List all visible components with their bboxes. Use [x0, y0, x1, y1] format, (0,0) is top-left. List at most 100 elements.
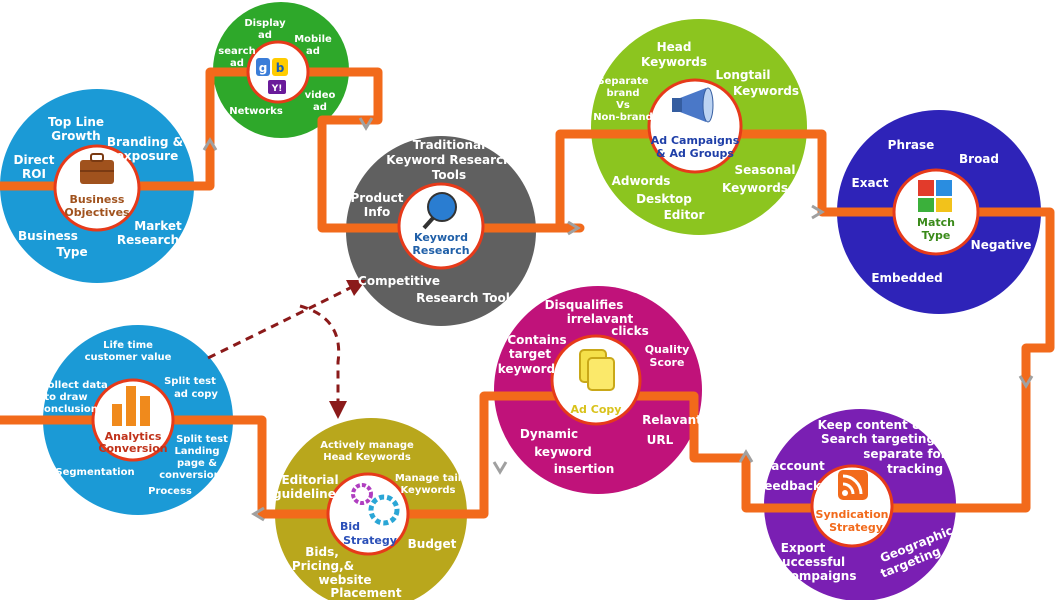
- ad-copy-hub[interactable]: Ad Copy: [550, 334, 642, 426]
- bid-label: Editorial: [281, 473, 338, 487]
- adcopy-label: keywords: [498, 362, 563, 376]
- keyword-labels: Traditional Keyword Research Tools Produ…: [351, 138, 512, 305]
- adcopy-label: Dynamic: [520, 427, 578, 441]
- syndication-hub[interactable]: Syndication Strategy: [810, 464, 894, 548]
- adcampaigns-label: Seasonal: [734, 163, 795, 177]
- rss-icon: [838, 470, 868, 500]
- adcampaigns-label: Head: [657, 40, 692, 54]
- search-engines-icon: g b Y!: [256, 58, 288, 94]
- svg-text:b: b: [276, 61, 285, 75]
- bar-chart-icon: [112, 386, 150, 426]
- adcampaigns-label: Longtail: [715, 68, 770, 82]
- analytics-label: Segmentation: [55, 467, 134, 478]
- networks-label: ad: [258, 30, 272, 41]
- syndication-label: Export: [781, 541, 826, 555]
- analytics-hub[interactable]: Analytics Conversion: [91, 378, 175, 462]
- bid-labels: Actively manage Head Keywords Editorial …: [273, 440, 461, 600]
- analytics-label: Landing: [174, 446, 219, 457]
- business-label: Research: [117, 233, 179, 247]
- adcopy-label: Relavant: [642, 413, 702, 427]
- syndication-label: Keep content &: [818, 418, 923, 432]
- business-title-2: Objectives: [64, 206, 130, 219]
- documents-icon: [579, 349, 615, 391]
- business-label: Type: [56, 245, 87, 259]
- adcopy-labels: Disqualifies irrelavant clicks Contains …: [498, 298, 702, 476]
- networks-label: ad: [230, 58, 244, 69]
- networks-label: video: [305, 90, 336, 101]
- networks-label: ad: [306, 46, 320, 57]
- analytics-label: Process: [148, 486, 192, 497]
- syndication-label: successful: [775, 555, 845, 569]
- feedback-arrow-to-bid: [299, 304, 347, 419]
- gears-icon: [351, 483, 400, 526]
- adcopy-title: Ad Copy: [571, 403, 622, 416]
- analytics-label: conversion: [159, 470, 221, 481]
- ad-campaigns-hub[interactable]: Ad Campaigns & Ad Groups: [647, 78, 743, 174]
- bid-label: website: [319, 573, 372, 587]
- bid-label: Budget: [408, 537, 457, 551]
- networks-label: Networks: [229, 106, 283, 117]
- syndication-title-1: Syndication: [816, 508, 889, 521]
- path-chevron-3: [567, 220, 581, 236]
- adcampaigns-label: Separate: [597, 76, 648, 87]
- keyword-label: Info: [364, 205, 390, 219]
- path-chevron-2: [358, 117, 374, 131]
- adcopy-label: Score: [650, 356, 685, 369]
- analytics-title-1: Analytics: [105, 430, 162, 443]
- syndication-label: account: [771, 459, 825, 473]
- svg-text:Y!: Y!: [271, 84, 283, 94]
- analytics-label: Collect data: [40, 380, 107, 391]
- business-labels: Top Line Growth Branding & exposure Dire…: [14, 115, 184, 259]
- bid-strategy-hub[interactable]: Bid Strategy: [326, 472, 410, 556]
- bid-label: Manage tail: [395, 473, 461, 484]
- networks-label: Display: [244, 18, 286, 29]
- matchtype-title-1: Match: [917, 216, 955, 229]
- business-label: Direct: [14, 153, 55, 167]
- bid-label: guidelines: [273, 487, 343, 501]
- keyword-label: Tools: [432, 168, 466, 182]
- analytics-label: Split test: [164, 376, 216, 387]
- adcopy-label: insertion: [554, 462, 615, 476]
- networks-label: Mobile: [294, 34, 332, 45]
- adcampaigns-label: Keywords: [722, 181, 788, 195]
- path-chevron-1: [202, 137, 218, 151]
- adcopy-label: irrelavant: [567, 312, 634, 326]
- matchtype-label: Phrase: [888, 138, 935, 152]
- analytics-label: conclusion: [38, 404, 98, 415]
- syndication-label: feedback: [759, 479, 822, 493]
- keyword-label: Keyword Research: [386, 153, 511, 167]
- business-label: exposure: [116, 149, 178, 163]
- adcopy-label: keyword: [534, 445, 591, 459]
- keyword-label: Traditional: [413, 138, 485, 152]
- path-chevron-4: [811, 204, 825, 220]
- syndication-label: tracking: [887, 462, 943, 476]
- bid-title-1: Bid: [340, 520, 360, 533]
- adcampaigns-label: Editor: [664, 208, 705, 222]
- bid-label: Pricing,&: [292, 559, 354, 573]
- business-label: Business: [18, 229, 78, 243]
- adcopy-label: Quality: [645, 343, 690, 356]
- keyword-research-hub[interactable]: Keyword Research: [397, 182, 485, 270]
- adcopy-label: Contains: [507, 333, 566, 347]
- business-objectives-hub[interactable]: Business Objectives: [53, 144, 141, 232]
- analytics-label: Split test: [176, 434, 228, 445]
- adcampaigns-label: Keywords: [641, 55, 707, 69]
- analytics-label: page &: [177, 458, 217, 469]
- bid-label: Keywords: [400, 485, 455, 496]
- adcampaigns-label: Desktop: [636, 192, 692, 206]
- keyword-title-1: Keyword: [414, 231, 468, 244]
- matchtype-label: Exact: [852, 176, 889, 190]
- networks-hub[interactable]: g b Y!: [246, 40, 310, 104]
- match-type-hub[interactable]: Match Type: [892, 168, 980, 256]
- adcampaigns-label: Keywords: [733, 84, 799, 98]
- adcampaigns-labels: Head Keywords Longtail Keywords Separate…: [593, 40, 799, 222]
- briefcase-icon: [80, 153, 114, 184]
- keyword-label: Competitive: [358, 274, 440, 288]
- path-chevron-6: [738, 449, 754, 463]
- matchtype-title-2: Type: [922, 229, 951, 242]
- adcampaigns-label: Vs: [616, 100, 630, 111]
- matchtype-labels: Phrase Broad Exact Negative Embedded: [852, 138, 1032, 285]
- keyword-label: Product: [351, 191, 404, 205]
- process-flow-path: [0, 67, 1055, 519]
